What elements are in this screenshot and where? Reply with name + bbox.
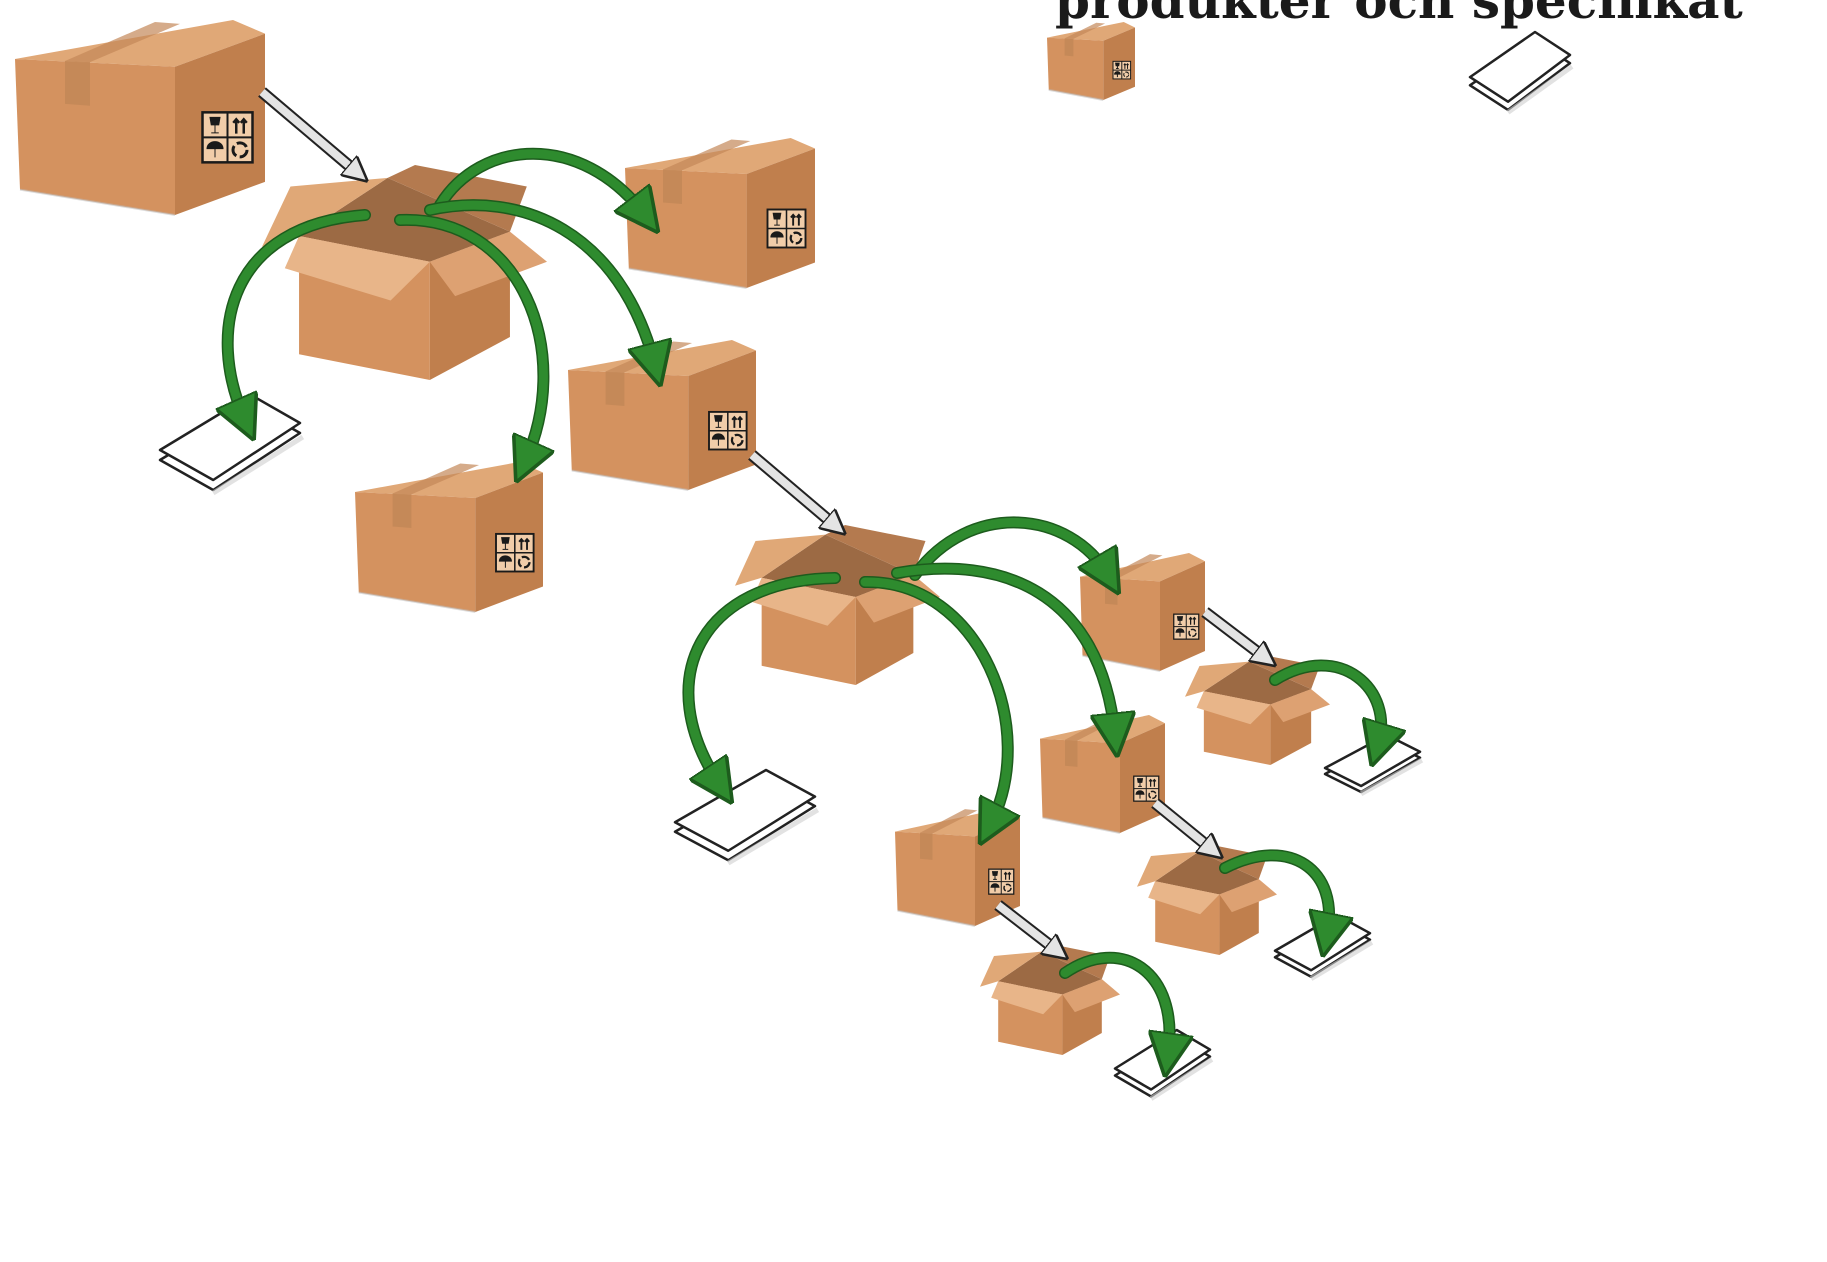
contains-arrow [859,575,1008,825]
contains-arrow [434,147,645,215]
contains-arrow [394,213,543,462]
contains-arrow [228,209,371,420]
contains-arrow [1059,951,1170,1055]
handling-symbols-icon [708,410,748,451]
diagram-title: produkter och specifikat [1055,0,1743,30]
open-cardboard-box-icon [980,945,1120,1055]
open-cardboard-box-icon [1185,655,1330,765]
unpack-arrow [1201,607,1268,660]
cardboard-box-icon [1040,715,1165,834]
cardboard-box-icon [1047,22,1135,101]
cardboard-box-icon [15,20,265,216]
open-cardboard-box-icon [735,525,940,685]
cardboard-box-icon [568,340,756,491]
unpack-arrow [1151,798,1215,852]
cardboard-box-icon [625,138,815,289]
handling-symbols-icon [1173,613,1200,640]
handling-symbols-icon [495,532,535,573]
handling-symbols-icon [1133,775,1160,802]
unpack-arrow [258,87,360,175]
unpack-arrow [748,450,838,528]
handling-symbols-icon [1112,60,1132,80]
contains-arrow [424,199,655,365]
stacked-paper-icon [673,768,820,866]
contains-arrow [1219,849,1329,935]
unpack-arrow [994,900,1060,953]
handling-symbols-icon [201,111,254,164]
boxes-layer [15,20,1330,1055]
contains-arrow [682,572,841,785]
handling-symbols-icon [988,868,1015,895]
cardboard-box-icon [355,462,543,613]
contains-arrow [1269,659,1381,745]
contains-arrow [891,562,1115,735]
stacked-paper-icon [158,393,305,496]
arrows-layer [228,87,1381,1055]
contains-arrow [909,516,1108,575]
handling-symbols-icon [766,208,807,249]
stacked-paper-icon [1468,30,1574,115]
